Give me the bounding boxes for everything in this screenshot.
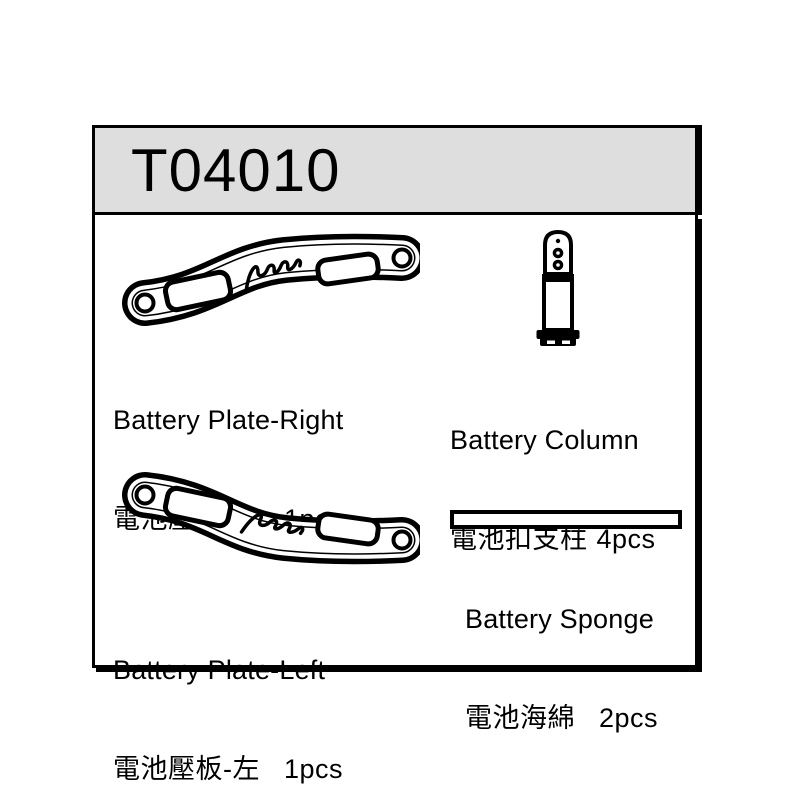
brand-logo-scribble — [244, 258, 303, 293]
part-number-header: T04010 — [92, 125, 698, 215]
part-name-zh-line: 電池海綿 2pcs — [465, 702, 658, 735]
part-qty: 4pcs — [596, 524, 656, 554]
battery-column-illustration — [536, 229, 580, 346]
battery-sponge-label: Battery Sponge 電池海綿 2pcs — [465, 537, 658, 800]
brand-logo-scribble — [239, 513, 305, 536]
battery-sponge-illustration — [450, 510, 682, 529]
battery-plate-right-illustration — [122, 233, 420, 326]
part-name-zh: 電池壓板-左 — [113, 754, 260, 784]
battery-plate-left-label: Battery Plate-Left 電池壓板-左 1pcs — [113, 588, 343, 800]
part-name-zh-line: 電池扣支柱 4pcs — [450, 523, 656, 556]
part-number: T04010 — [131, 137, 341, 204]
part-name-en: Battery Sponge — [465, 604, 654, 634]
part-qty: 2pcs — [599, 703, 659, 733]
battery-plate-left-illustration — [122, 472, 420, 565]
part-qty: 1pcs — [284, 754, 344, 784]
part-name-zh: 電池海綿 — [465, 703, 575, 733]
part-name-zh: 電池扣支柱 — [450, 524, 588, 554]
part-name-en: Battery Column — [450, 425, 639, 455]
battery-column-label: Battery Column 電池扣支柱 4pcs — [450, 358, 656, 622]
part-name-en: Battery Plate-Left — [113, 655, 326, 685]
part-name-en: Battery Plate-Right — [113, 405, 344, 435]
part-name-zh-line: 電池壓板-左 1pcs — [113, 753, 343, 786]
